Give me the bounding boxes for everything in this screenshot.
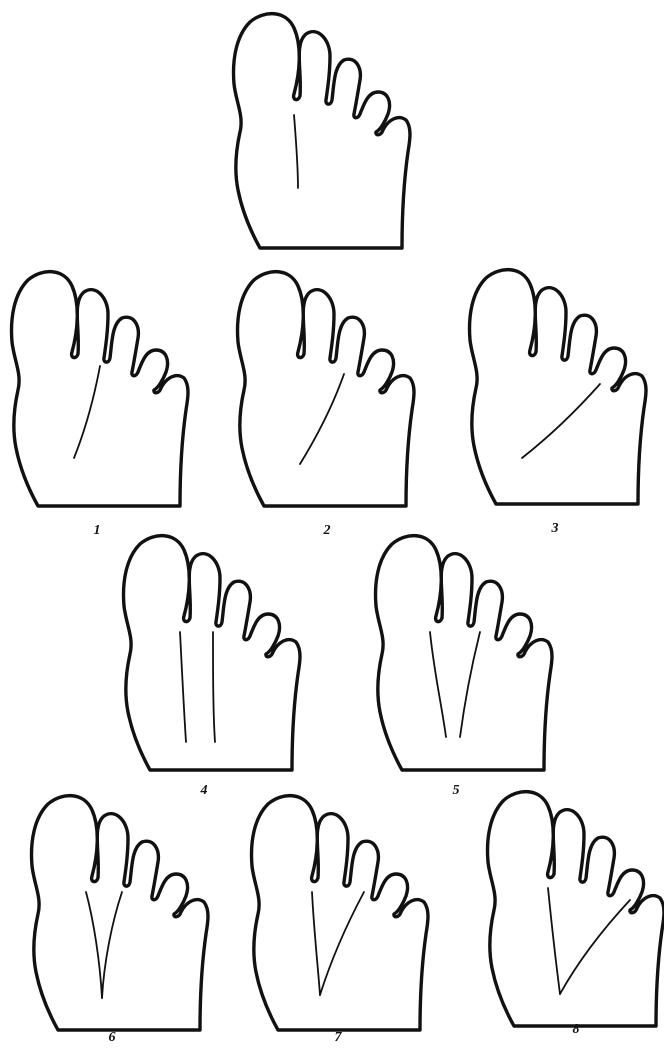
foot-reference <box>230 10 410 252</box>
label-6: 6 <box>97 1030 127 1046</box>
crease-line-right <box>213 632 215 742</box>
foot-4 <box>120 532 300 774</box>
crease-line-right <box>320 892 364 995</box>
crease-line <box>74 366 100 458</box>
foot-2 <box>234 268 414 510</box>
crease-line-left <box>548 888 560 994</box>
foot-8-drawing <box>484 788 664 1030</box>
foot-3 <box>466 266 646 508</box>
foot-4-drawing <box>120 532 300 774</box>
foot-5-drawing <box>372 532 552 774</box>
crease-line <box>294 115 298 188</box>
label-1: 1 <box>82 523 112 539</box>
crease-line-left <box>86 892 102 998</box>
foot-2-drawing <box>234 268 414 510</box>
foot-3-drawing <box>466 266 646 508</box>
label-8: 8 <box>561 1022 591 1038</box>
foot-5 <box>372 532 552 774</box>
foot-8 <box>484 788 664 1030</box>
crease-line <box>522 384 600 458</box>
foot-7 <box>248 792 428 1034</box>
foot-reference-drawing <box>230 10 410 252</box>
label-5: 5 <box>441 783 471 799</box>
crease-line <box>300 374 344 464</box>
crease-line-left <box>430 632 446 737</box>
label-7: 7 <box>323 1030 353 1046</box>
foot-6-drawing <box>28 792 208 1034</box>
crease-line-right <box>102 892 122 998</box>
foot-1-drawing <box>8 268 188 510</box>
foot-6 <box>28 792 208 1034</box>
foot-1 <box>8 268 188 510</box>
crease-line-right <box>460 632 480 737</box>
crease-line-right <box>560 900 630 994</box>
label-2: 2 <box>312 523 342 539</box>
crease-line-left <box>180 632 186 742</box>
crease-line-left <box>312 892 320 995</box>
foot-7-drawing <box>248 792 428 1034</box>
